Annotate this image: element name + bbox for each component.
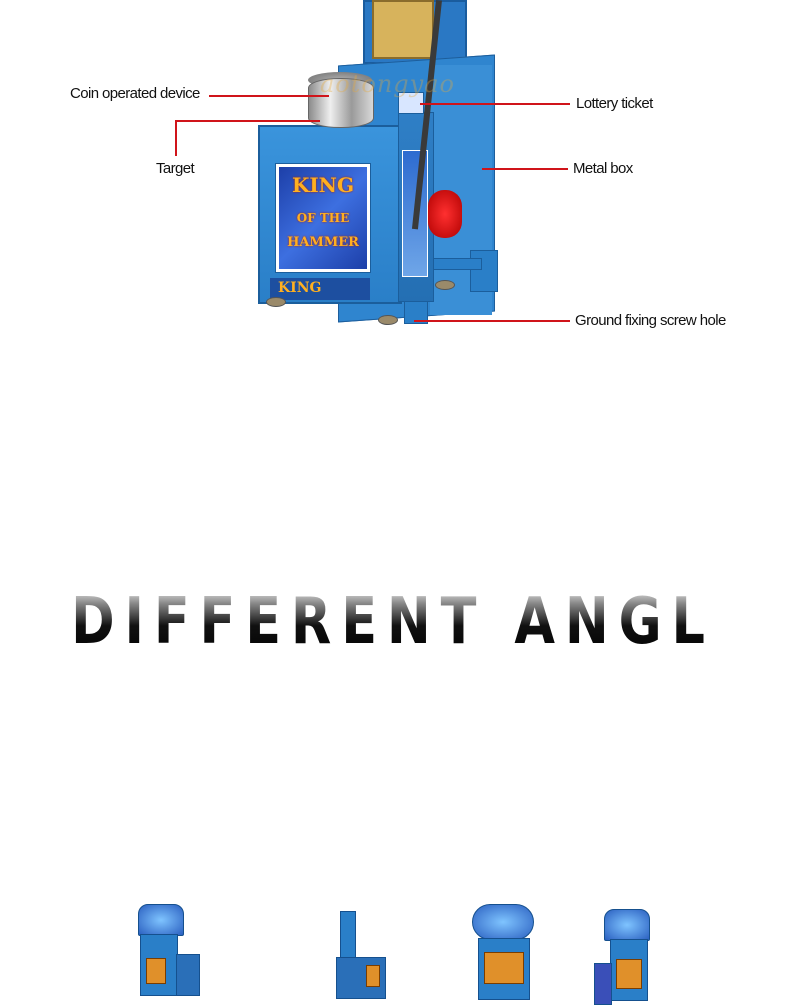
hammer-icon [428, 190, 462, 238]
thumbnail-panel [146, 958, 166, 984]
angle-thumbnail-side [330, 905, 390, 999]
angle-thumbnail-front [130, 900, 210, 996]
callout-lottery-ticket: Lottery ticket [576, 95, 653, 112]
thumbnail-panel [366, 965, 380, 987]
section-heading: DIFFERENT ANGLES [71, 585, 790, 659]
callout-line [420, 103, 570, 105]
poster-line-1: KING [291, 173, 355, 197]
callout-metal-box: Metal box [573, 160, 633, 177]
foot-screw [378, 315, 398, 325]
callout-ground-screw: Ground fixing screw hole [575, 312, 726, 329]
score-display [372, 0, 434, 59]
machine-leg [470, 250, 498, 292]
callout-line [175, 120, 320, 122]
angle-thumbnail-three-quarter [468, 900, 538, 1000]
foot-screw [435, 280, 455, 290]
king-of-hammer-poster: KING OF THE HAMMER [275, 163, 371, 273]
thumbnail-sign [138, 904, 184, 936]
angle-thumbnail-back [592, 905, 662, 1005]
target-drum [308, 78, 374, 128]
thumbnail-sign [604, 909, 650, 941]
product-illustration: KING OF THE HAMMER KING aotongyao [0, 0, 790, 340]
foot-screw [266, 297, 286, 307]
thumbnail-cabinet [176, 954, 200, 996]
watermark: aotongyao [320, 70, 455, 98]
thumbnail-sign [472, 904, 534, 940]
thumbnail-cabinet [594, 963, 612, 1005]
callout-line [209, 95, 329, 97]
callout-line [175, 120, 177, 156]
base-label: KING [278, 280, 322, 296]
base-strip: KING [270, 278, 370, 300]
thumbnail-panel [616, 959, 642, 989]
poster-line-2: OF THE [296, 211, 350, 225]
callout-target: Target [156, 160, 195, 177]
thumbnail-panel [484, 952, 524, 984]
callout-line [414, 320, 570, 322]
callout-line [482, 168, 568, 170]
callout-coin-device: Coin operated device [70, 85, 200, 102]
poster-line-3: HAMMER [287, 235, 359, 250]
